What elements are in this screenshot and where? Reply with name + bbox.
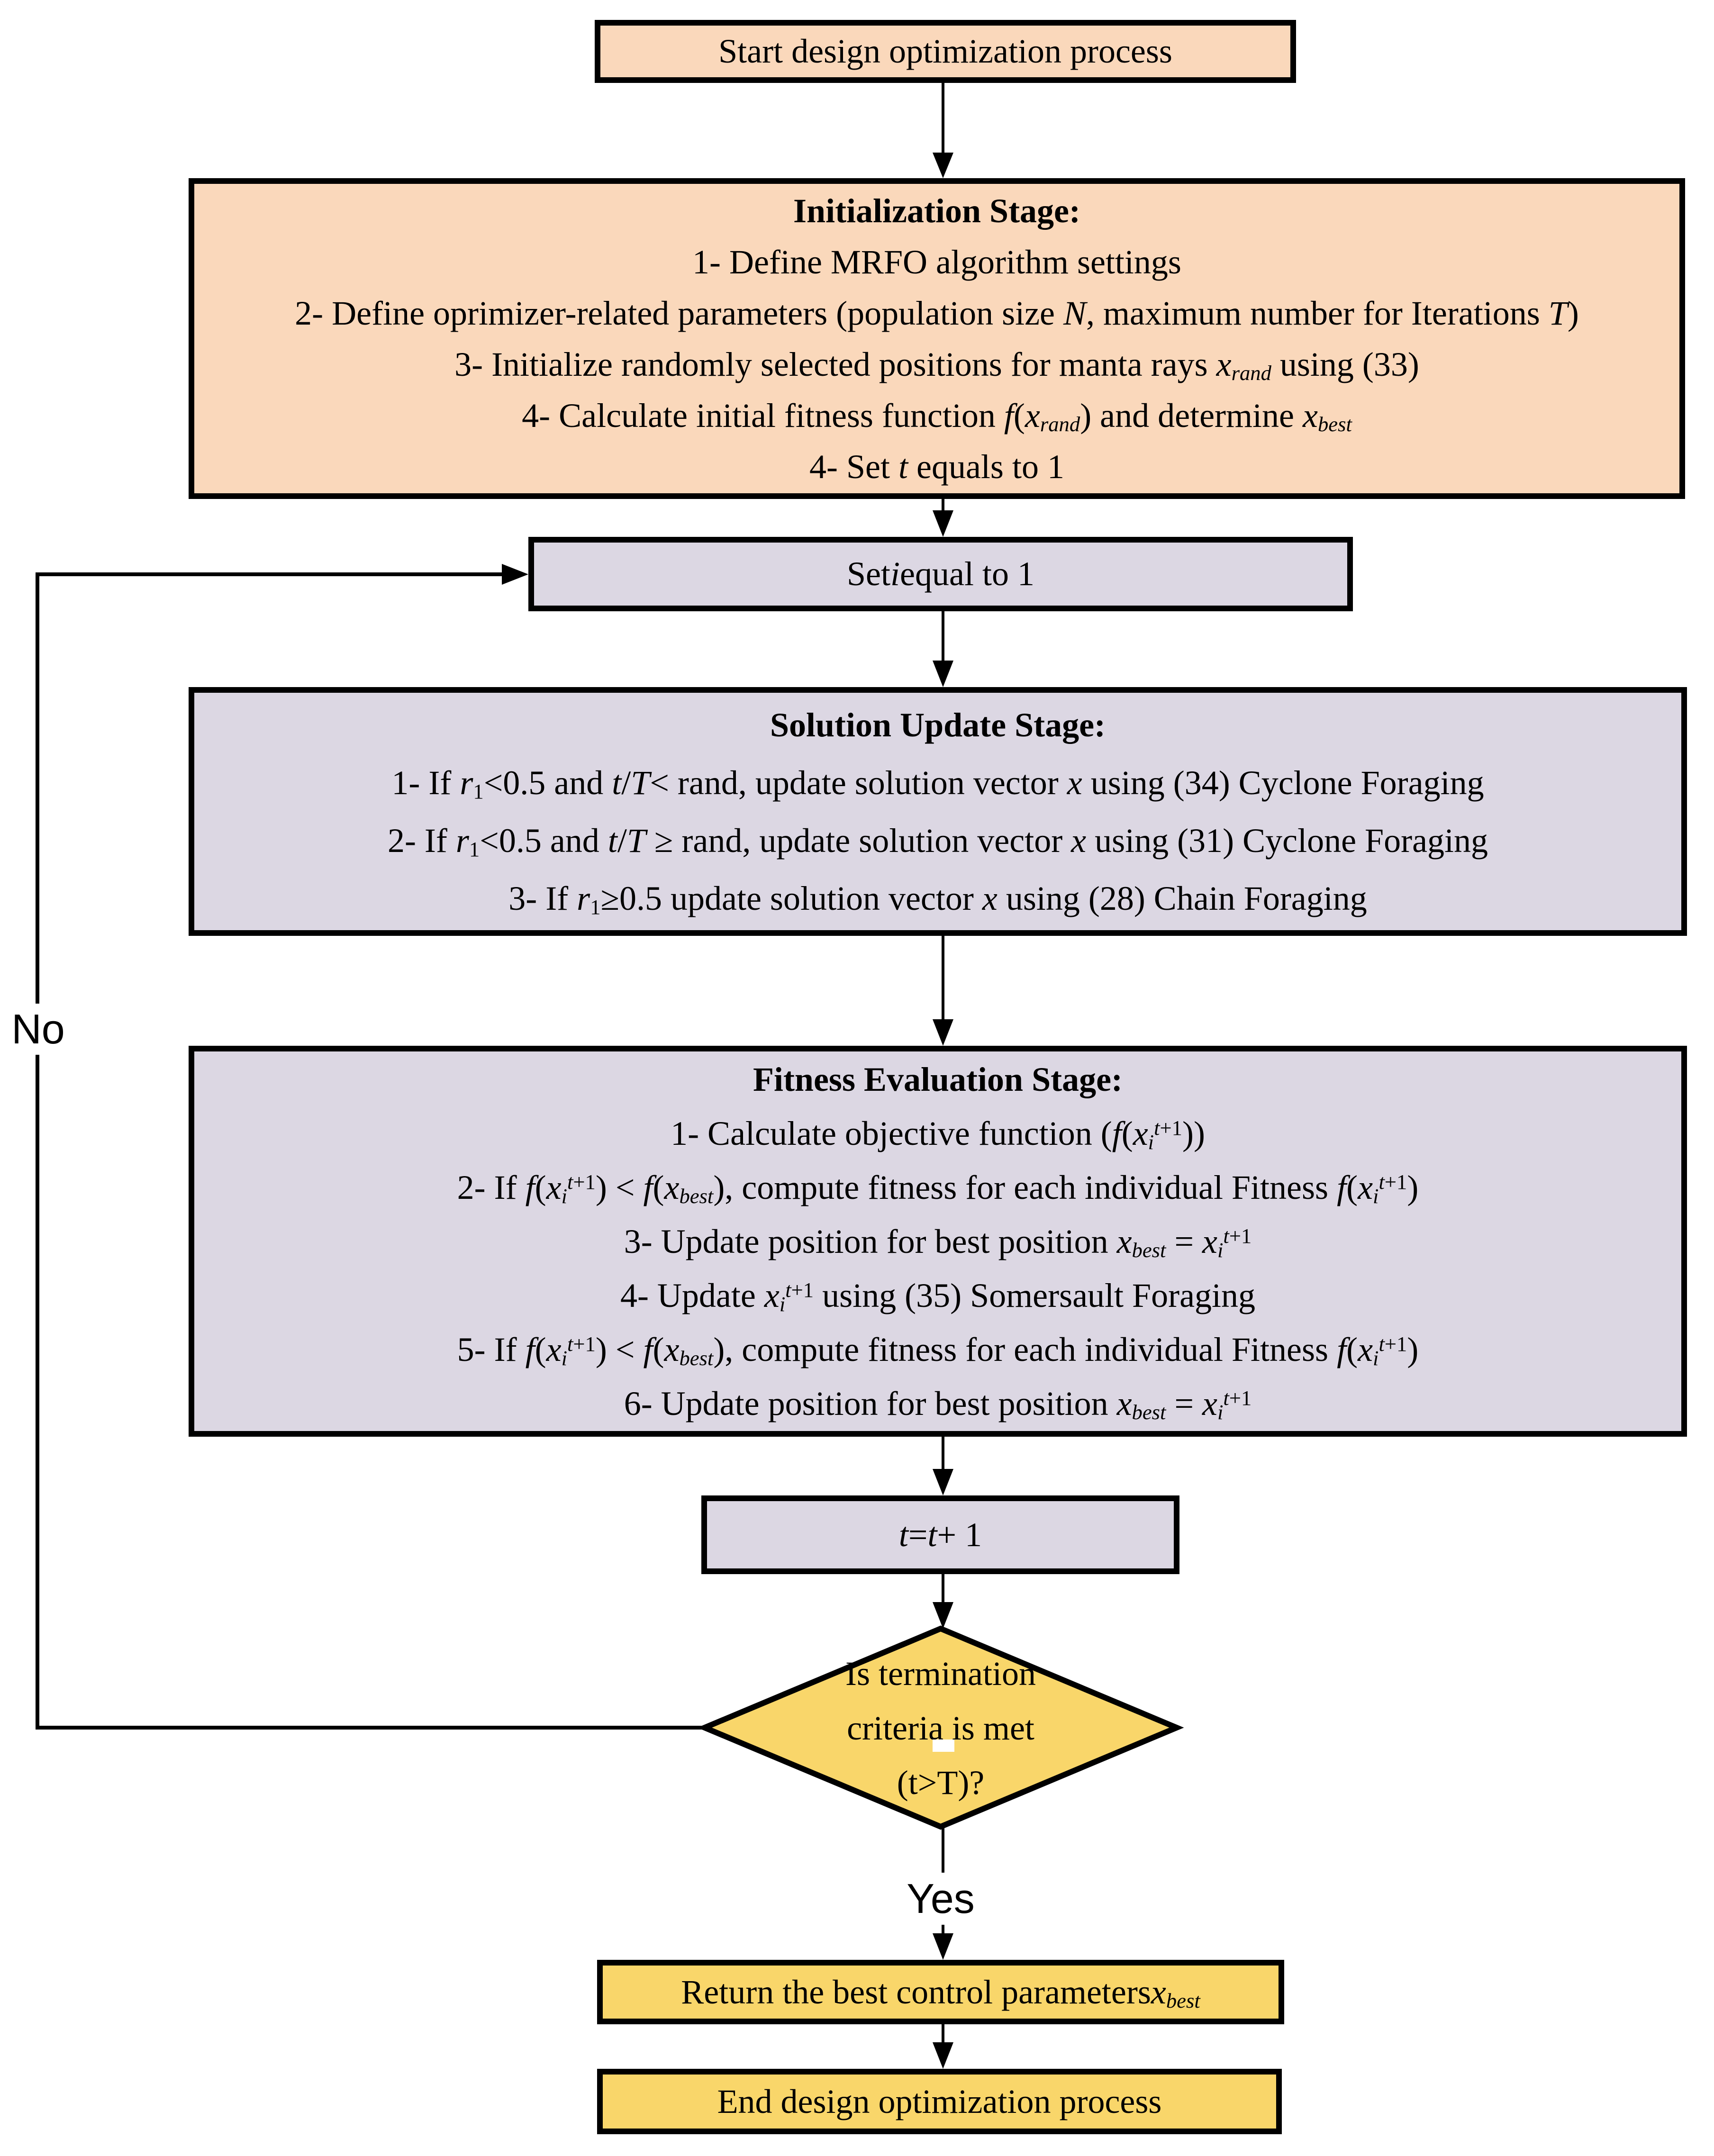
decision-diamond bbox=[697, 1625, 1184, 1830]
arrowhead-return-end bbox=[933, 2042, 953, 2069]
set-i-node: Set i equal to 1 bbox=[528, 537, 1353, 611]
arrowhead-fitness-increment bbox=[933, 1469, 953, 1495]
fitness-step-3: 3- Update position for best position xbe… bbox=[624, 1222, 1252, 1262]
yes-label: Yes bbox=[893, 1873, 988, 1925]
arrowhead-start-init bbox=[933, 153, 953, 178]
end-node: End design optimization process bbox=[597, 2069, 1282, 2134]
solution-update-step-2: 2- If r1<0.5 and t/T ≥ rand, update solu… bbox=[387, 821, 1488, 861]
fitness-evaluation-stage-title: Fitness Evaluation Stage: bbox=[753, 1060, 1123, 1098]
initialization-stage-node: Initialization Stage: 1- Define MRFO alg… bbox=[189, 178, 1685, 499]
artifact-patch bbox=[933, 1739, 954, 1752]
solution-update-stage-title: Solution Update Stage: bbox=[770, 706, 1106, 744]
solution-update-stage-node: Solution Update Stage: 1- If r1<0.5 and … bbox=[189, 687, 1687, 936]
fitness-step-6: 6- Update position for best position xbe… bbox=[624, 1384, 1252, 1424]
arrowhead-solution-fitness bbox=[933, 1019, 953, 1046]
fitness-step-1: 1- Calculate objective function (f(xit+1… bbox=[671, 1114, 1205, 1154]
initialization-step-5: 4- Set t equals to 1 bbox=[809, 447, 1064, 486]
solution-update-step-3: 3- If r1≥0.5 update solution vector x us… bbox=[508, 879, 1367, 919]
start-node: Start design optimization process bbox=[595, 20, 1296, 83]
fitness-step-4: 4- Update xit+1 using (35) Somersault Fo… bbox=[620, 1276, 1256, 1316]
initialization-stage-title: Initialization Stage: bbox=[793, 191, 1080, 230]
arrowhead-seti-solution bbox=[933, 661, 953, 687]
fitness-step-5: 5- If f(xit+1) < f(xbest), compute fitne… bbox=[457, 1330, 1419, 1370]
arrowhead-init-seti bbox=[933, 510, 953, 537]
arrowhead-increment-decision bbox=[933, 1602, 953, 1629]
initialization-step-2: 2- Define oprimizer-related parameters (… bbox=[295, 294, 1579, 332]
arrowhead-decision-return bbox=[933, 1933, 953, 1960]
fitness-step-2: 2- If f(xit+1) < f(xbest), compute fitne… bbox=[457, 1168, 1419, 1208]
arrowhead-no-loop bbox=[502, 564, 528, 585]
fitness-evaluation-stage-node: Fitness Evaluation Stage: 1- Calculate o… bbox=[189, 1046, 1687, 1437]
initialization-step-1: 1- Define MRFO algorithm settings bbox=[692, 243, 1181, 281]
initialization-step-3: 3- Initialize randomly selected position… bbox=[454, 345, 1419, 385]
return-node: Return the best control parameters xbest bbox=[597, 1960, 1284, 2024]
solution-update-step-1: 1- If r1<0.5 and t/T< rand, update solut… bbox=[391, 763, 1484, 804]
no-label: No bbox=[4, 1004, 73, 1055]
initialization-step-4: 4- Calculate initial fitness function f(… bbox=[522, 396, 1352, 436]
no-loop-connector bbox=[36, 572, 705, 1730]
increment-t-node: t = t + 1 bbox=[701, 1495, 1179, 1574]
